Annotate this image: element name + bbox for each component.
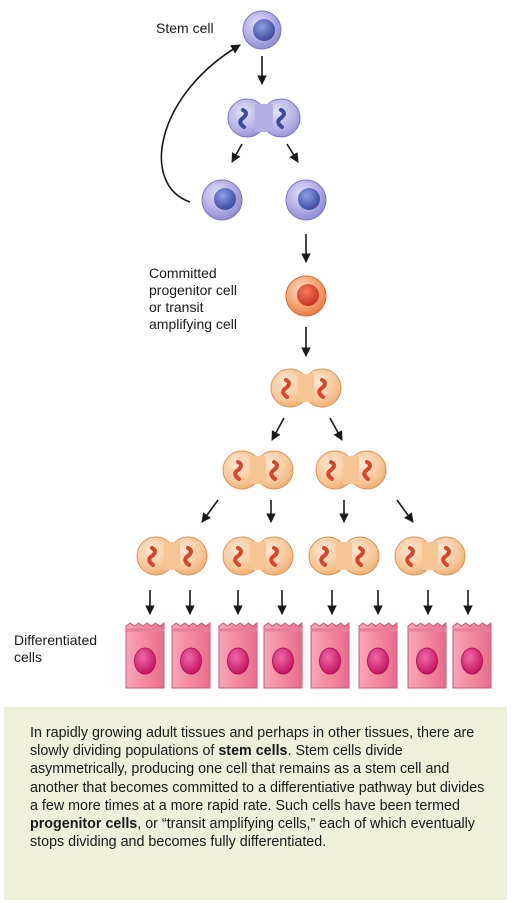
arrow	[329, 417, 343, 441]
arrow	[396, 499, 414, 523]
arrow	[286, 143, 299, 163]
dividing-cell	[308, 536, 380, 576]
committed-daughter-cell	[285, 179, 327, 221]
caption-segment: In rapidly growing adult tissues and per…	[30, 725, 475, 760]
caption-term: progenitor cells	[30, 816, 138, 833]
differentiated-cell	[358, 622, 398, 689]
differentiated-cells-label: Differentiated cells	[14, 632, 98, 665]
dividing-cell	[222, 450, 294, 490]
dividing-progenitor-cells	[136, 368, 466, 576]
dividing-cell	[394, 536, 466, 576]
dividing-cell	[270, 368, 342, 408]
differentiated-cell	[171, 622, 211, 689]
caption-text: In rapidly growing adult tissues and per…	[30, 724, 493, 851]
stem-cell	[242, 10, 282, 50]
arrow	[201, 499, 219, 523]
progenitor-cell-label: Committed progenitor cell or transit amp…	[149, 265, 237, 332]
daughter-stem-cell	[201, 179, 243, 221]
dividing-stem-cell	[227, 98, 301, 138]
differentiated-cells	[125, 622, 492, 689]
differentiated-cell	[452, 622, 492, 689]
caption-segment: . Stem cells divide asymmetrically, prod…	[30, 743, 485, 814]
division-arrows	[145, 417, 473, 615]
caption-box: In rapidly growing adult tissues and per…	[4, 707, 507, 900]
progenitor-cell	[285, 275, 327, 317]
dividing-cell	[315, 450, 387, 490]
arrow	[271, 417, 285, 441]
stem-cell-lineage-diagram	[125, 10, 492, 689]
dividing-cell	[222, 536, 294, 576]
differentiated-cell	[125, 622, 165, 689]
self-renewal-arrow	[160, 44, 241, 203]
caption-segment: , or “transit amplifying cells,” each of…	[30, 816, 475, 851]
caption-term: stem cells	[218, 743, 288, 760]
differentiated-cell	[407, 622, 447, 689]
differentiated-cell	[310, 622, 350, 689]
differentiated-cell	[218, 622, 258, 689]
stem-cell-label: Stem cell	[156, 20, 214, 36]
dividing-cell	[136, 536, 208, 576]
arrow	[231, 143, 243, 163]
differentiated-cell	[263, 622, 303, 689]
